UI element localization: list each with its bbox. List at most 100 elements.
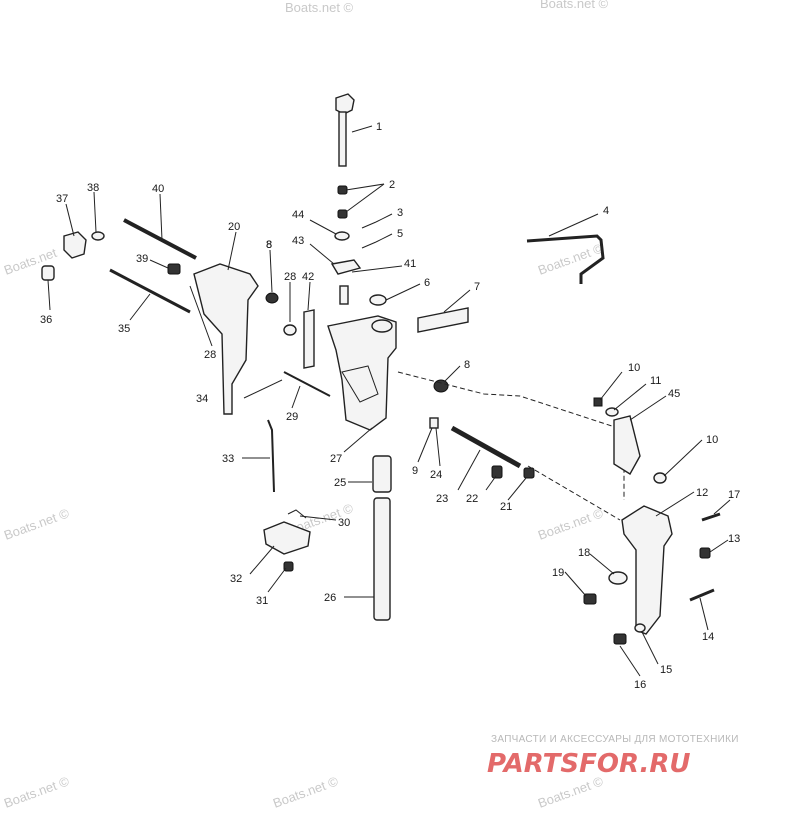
callout-33: 33: [222, 453, 234, 465]
grease-fitting: [91, 231, 105, 241]
callout-15: 15: [660, 664, 672, 676]
washer: [634, 623, 646, 633]
tilt-tube: [283, 371, 331, 397]
brand-tagline: ЗАПЧАСТИ И АКСЕССУАРЫ ДЛЯ МОТОТЕХНИКИ: [491, 734, 739, 745]
callout-20: 20: [228, 221, 240, 233]
washer: [265, 292, 279, 304]
callout-43: 43: [292, 235, 304, 247]
link-plate: [330, 259, 362, 275]
washer: [608, 571, 628, 585]
callout-2: 2: [389, 179, 395, 191]
nut: [167, 263, 181, 275]
washer: [433, 379, 449, 393]
callout-23: 23: [436, 493, 448, 505]
bushing: [372, 455, 392, 493]
brand-name: PARTSFOR.RU: [487, 749, 690, 779]
callout-8c: 8: [464, 359, 470, 371]
cap: [41, 265, 55, 281]
screw: [593, 397, 603, 407]
callout-8b: 8: [266, 239, 272, 251]
callout-1: 1: [376, 121, 382, 133]
callout-41: 41: [404, 258, 416, 270]
shift-rod-handle: [335, 93, 355, 115]
washer: [334, 231, 350, 241]
decal-plate: [417, 307, 469, 333]
right-clamp-bracket: [621, 505, 673, 635]
callout-38: 38: [87, 182, 99, 194]
callout-24: 24: [430, 469, 442, 481]
brand-logo: ЗАПЧАСТИ И АКСЕССУАРЫ ДЛЯ МОТОТЕХНИКИ PA…: [487, 734, 739, 779]
callout-9: 9: [412, 465, 418, 477]
callout-44: 44: [292, 209, 304, 221]
left-clamp-bracket: [193, 263, 259, 415]
callout-7: 7: [474, 281, 480, 293]
callout-35: 35: [118, 323, 130, 335]
pin-rod: [267, 419, 275, 493]
nut: [337, 209, 348, 219]
leader-lines: [47, 125, 731, 677]
pin: [361, 241, 377, 249]
assembly-line: [527, 465, 621, 521]
callout-14: 14: [702, 631, 714, 643]
callout-27: 27: [330, 453, 342, 465]
callout-13: 13: [728, 533, 740, 545]
tilt-lever: [63, 231, 87, 259]
watermark: Boats.net ©: [540, 0, 609, 11]
watermark: Boats.net ©: [536, 240, 606, 278]
callout-19: 19: [552, 567, 564, 579]
callout-4: 4: [603, 205, 609, 217]
callout-17: 17: [728, 489, 740, 501]
knob: [653, 472, 667, 484]
bracket-web: [341, 365, 379, 403]
clip: [287, 509, 307, 519]
clamp: [263, 521, 311, 555]
callout-6: 6: [424, 277, 430, 289]
callout-16: 16: [634, 679, 646, 691]
bracket-bore: [371, 319, 393, 333]
callout-28: 28: [284, 271, 296, 283]
watermark: Boats.net ©: [2, 773, 72, 811]
bolt: [689, 588, 715, 602]
linkage-rod: [526, 234, 605, 284]
callout-12: 12: [696, 487, 708, 499]
callout-8: 8: [266, 239, 272, 251]
callout-10b: 10: [706, 434, 718, 446]
nut: [283, 561, 294, 572]
tilt-tube-shaft: [450, 425, 522, 469]
leader: [243, 379, 283, 399]
nut: [523, 467, 535, 479]
shift-rod: [338, 111, 347, 167]
callout-26: 26: [324, 592, 336, 604]
callout-34: 34: [196, 393, 208, 405]
watermark: Boats.net ©: [536, 505, 606, 543]
tilt-rod: [109, 268, 191, 314]
callout-29: 29: [286, 411, 298, 423]
pin: [361, 221, 377, 229]
callout-32: 32: [230, 573, 242, 585]
callout-39: 39: [136, 253, 148, 265]
washer: [605, 407, 619, 417]
nut: [699, 547, 711, 559]
nut: [337, 185, 348, 195]
watermark: Boats.net ©: [2, 505, 72, 543]
lock-plate: [613, 415, 641, 475]
callout-37: 37: [56, 193, 68, 205]
pivot-pin: [339, 285, 349, 305]
callout-10: 10: [628, 362, 640, 374]
watermark: Boats.net ©: [285, 0, 354, 15]
callout-28b: 28: [204, 349, 216, 361]
washer: [369, 294, 387, 306]
through-bolt: [123, 218, 197, 260]
parts-artwork: [41, 93, 721, 645]
bolt: [701, 512, 721, 522]
callout-40: 40: [152, 183, 164, 195]
bushing: [283, 324, 297, 336]
callout-45: 45: [668, 388, 680, 400]
nut: [613, 633, 627, 645]
callout-3: 3: [397, 207, 403, 219]
swivel-bracket: [327, 315, 397, 431]
callout-21: 21: [500, 501, 512, 513]
swivel-tube: [373, 497, 391, 621]
